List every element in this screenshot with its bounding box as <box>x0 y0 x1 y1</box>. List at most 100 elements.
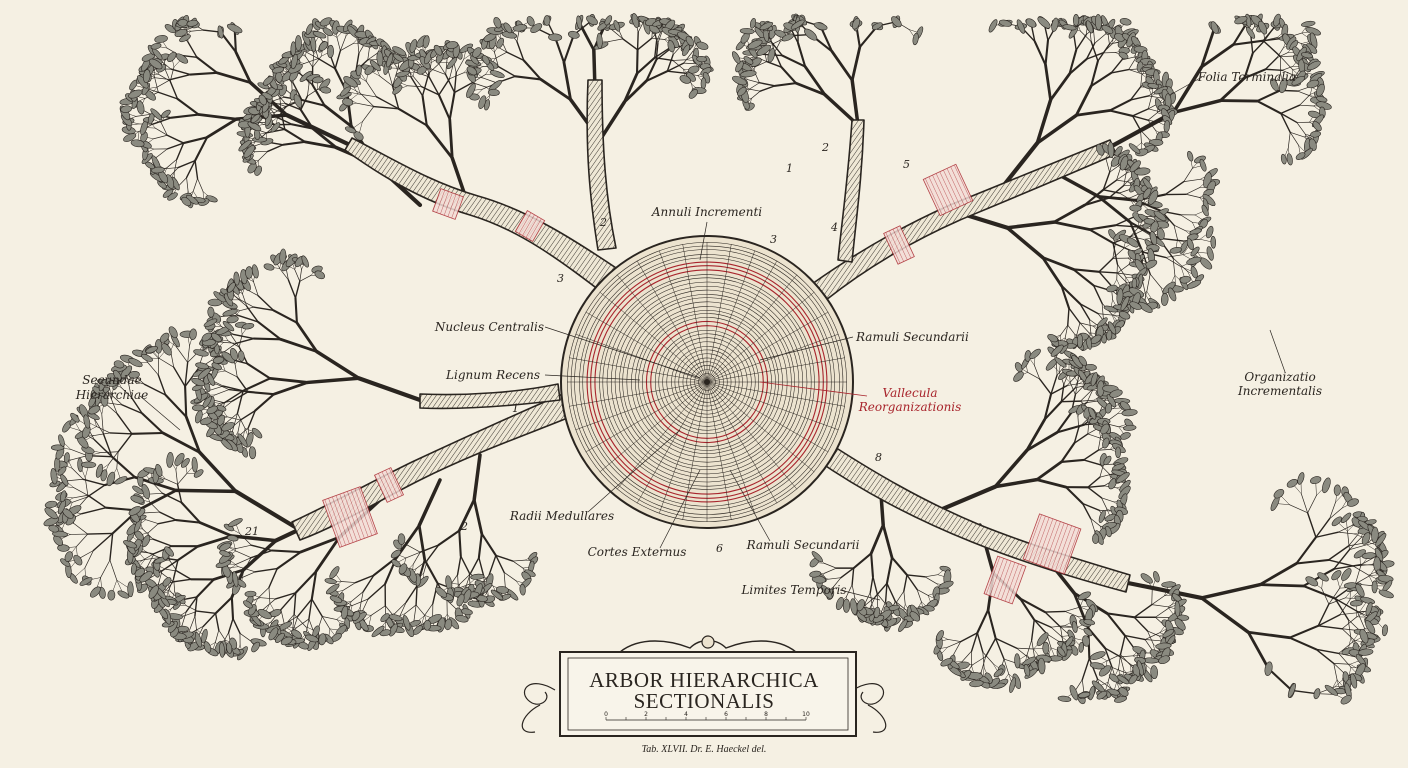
twig <box>1050 374 1058 395</box>
twig <box>655 49 670 61</box>
twig <box>1328 597 1346 605</box>
twig <box>1289 131 1299 146</box>
limb-upper-right-up <box>837 119 865 263</box>
twig <box>194 136 209 162</box>
twig <box>420 86 440 96</box>
twig <box>96 426 111 434</box>
twig <box>269 107 282 113</box>
twig <box>268 376 310 384</box>
twig <box>1087 485 1105 488</box>
twig <box>1108 109 1134 117</box>
leaf <box>1042 641 1050 655</box>
twig <box>176 97 200 116</box>
label-annuli-incrementi: Annuli Incrementi <box>651 205 762 219</box>
twig <box>562 61 572 101</box>
twig <box>307 83 310 97</box>
twig <box>428 61 441 74</box>
twig <box>173 577 176 592</box>
twig <box>1185 193 1200 198</box>
leaf <box>1115 446 1121 459</box>
twig <box>1060 458 1085 463</box>
twig <box>192 178 198 192</box>
twig <box>1164 180 1185 196</box>
leaf <box>696 55 708 63</box>
twig <box>300 95 309 111</box>
twig <box>937 484 998 513</box>
twig <box>392 69 398 87</box>
twig <box>232 412 238 432</box>
twig <box>894 600 907 611</box>
twig <box>93 439 113 458</box>
twig <box>1090 59 1099 88</box>
twig <box>1300 493 1308 514</box>
twig <box>455 58 465 74</box>
leaf <box>120 105 132 113</box>
twig <box>1064 611 1079 617</box>
twig <box>308 598 313 620</box>
twig <box>868 596 876 610</box>
twig <box>1093 29 1096 44</box>
twig <box>460 555 470 574</box>
twig <box>994 637 1018 649</box>
twig <box>109 432 133 435</box>
twig <box>410 77 424 97</box>
leaf <box>543 15 551 26</box>
twig <box>1025 431 1059 452</box>
limb-left-mid <box>419 383 561 410</box>
twig <box>1339 599 1351 616</box>
twig <box>121 387 132 398</box>
branch-number-1-left: 1 <box>512 402 519 415</box>
twig <box>1030 619 1035 641</box>
twig <box>1291 689 1318 695</box>
twig <box>142 528 154 540</box>
twig <box>84 550 94 569</box>
twig <box>293 613 307 627</box>
twig <box>1097 448 1111 451</box>
twig <box>154 127 168 136</box>
twig <box>158 511 177 521</box>
twig <box>1079 303 1099 315</box>
twig <box>247 409 256 429</box>
twig <box>1317 614 1341 627</box>
twig <box>645 70 669 82</box>
twig <box>394 601 407 614</box>
twig <box>885 556 894 585</box>
twig <box>1044 63 1052 102</box>
twig <box>453 81 474 94</box>
twig <box>367 583 386 600</box>
twig <box>177 159 196 169</box>
twig <box>397 107 428 127</box>
twig <box>1146 273 1151 292</box>
twig <box>654 40 658 59</box>
twig <box>1180 214 1193 223</box>
twig <box>1329 501 1336 520</box>
twig <box>1116 179 1129 183</box>
twig <box>227 340 240 348</box>
limb-upper-left-up <box>586 79 617 251</box>
twig <box>833 577 842 588</box>
leaf <box>186 19 199 27</box>
leaf <box>1131 277 1138 290</box>
twig <box>357 93 378 98</box>
twig <box>656 30 662 42</box>
twig <box>598 100 627 142</box>
twig <box>110 455 136 479</box>
twig <box>1052 203 1086 224</box>
twig <box>81 507 107 515</box>
twig <box>367 52 379 61</box>
twig <box>1288 624 1320 639</box>
leaf <box>1092 533 1099 545</box>
twig <box>1258 562 1298 587</box>
twig <box>437 529 461 547</box>
twig <box>1123 172 1127 186</box>
twig <box>292 82 303 101</box>
twig <box>432 582 439 605</box>
twig <box>636 37 653 51</box>
leaf <box>191 404 205 412</box>
twig <box>412 75 423 88</box>
twig <box>273 102 287 107</box>
twig <box>1087 433 1099 438</box>
twig <box>1125 580 1204 601</box>
twig <box>82 478 106 486</box>
twig <box>1074 109 1112 117</box>
